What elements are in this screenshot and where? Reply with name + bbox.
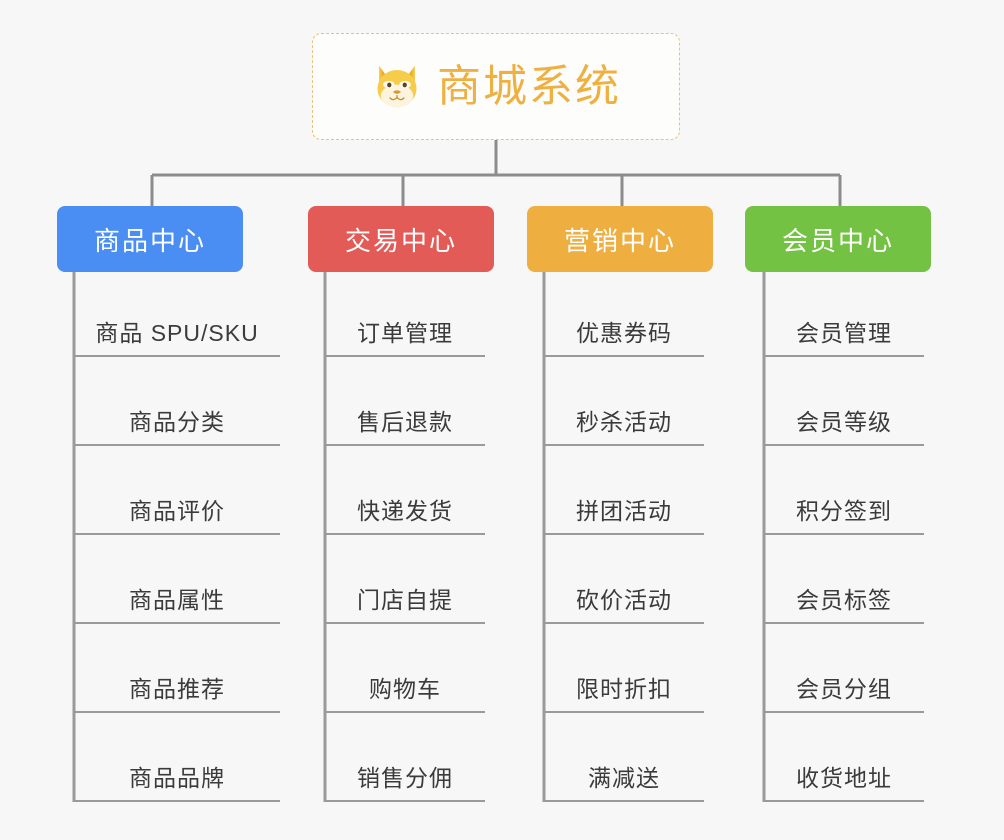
leaf-item[interactable]: 商品分类 <box>74 386 280 446</box>
leaf-item[interactable]: 砍价活动 <box>544 564 704 624</box>
category-header-4[interactable]: 会员中心 <box>745 206 931 272</box>
leaf-item[interactable]: 积分签到 <box>764 475 924 535</box>
leaf-item[interactable]: 秒杀活动 <box>544 386 704 446</box>
leaf-item[interactable]: 拼团活动 <box>544 475 704 535</box>
leaf-item[interactable]: 商品评价 <box>74 475 280 535</box>
leaf-item[interactable]: 购物车 <box>325 653 485 713</box>
leaf-item[interactable]: 优惠券码 <box>544 297 704 357</box>
leaf-item[interactable]: 销售分佣 <box>325 742 485 802</box>
leaf-item[interactable]: 商品推荐 <box>74 653 280 713</box>
category-header-1[interactable]: 商品中心 <box>57 206 243 272</box>
leaf-item[interactable]: 会员等级 <box>764 386 924 446</box>
category-header-3[interactable]: 营销中心 <box>527 206 713 272</box>
shiba-dog-face-icon <box>377 65 417 109</box>
leaf-item[interactable]: 售后退款 <box>325 386 485 446</box>
leaf-item[interactable]: 订单管理 <box>325 297 485 357</box>
leaf-item[interactable]: 商品品牌 <box>74 742 280 802</box>
leaf-item[interactable]: 满减送 <box>544 742 704 802</box>
root-node[interactable]: 商城系统 <box>312 33 680 140</box>
leaf-item[interactable]: 收货地址 <box>764 742 924 802</box>
leaf-item[interactable]: 会员管理 <box>764 297 924 357</box>
leaf-item[interactable]: 商品 SPU/SKU <box>74 297 280 357</box>
leaf-item[interactable]: 快递发货 <box>325 475 485 535</box>
leaf-item[interactable]: 门店自提 <box>325 564 485 624</box>
leaf-item[interactable]: 会员标签 <box>764 564 924 624</box>
category-header-2[interactable]: 交易中心 <box>308 206 494 272</box>
leaf-item[interactable]: 限时折扣 <box>544 653 704 713</box>
root-title: 商城系统 <box>437 61 621 111</box>
leaf-item[interactable]: 会员分组 <box>764 653 924 713</box>
leaf-item[interactable]: 商品属性 <box>74 564 280 624</box>
